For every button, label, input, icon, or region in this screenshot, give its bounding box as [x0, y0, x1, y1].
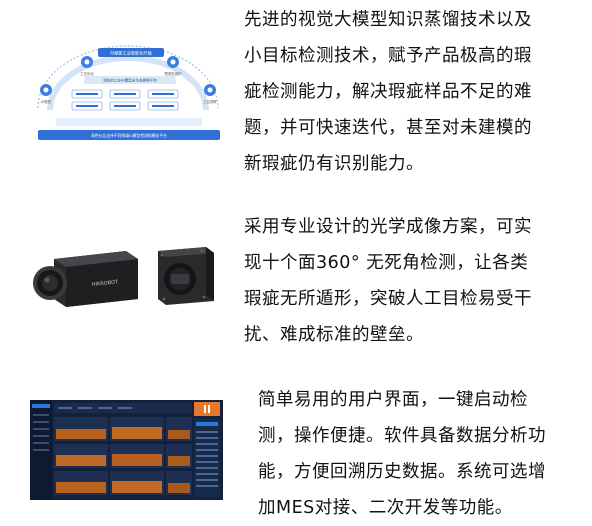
- section-algorithm: AI赋能工业智能化升级 工艺优化 预测性维护 AI视觉 工业物联 领先的工业AI…: [0, 0, 592, 175]
- diagram-node-left-top: 工艺优化: [80, 71, 94, 76]
- diagram-top-label: AI赋能工业智能化升级: [110, 50, 153, 57]
- camera-brand-label: HIKROBOT: [92, 279, 120, 288]
- section-text-optics: 采用专业设计的光学成像方案，可实现十个面360° 无死角检测，让各类瑕疵无所遁形…: [244, 217, 532, 345]
- software-ui-screenshot-image: [30, 400, 223, 500]
- section-text-algorithm: 先进的视觉大模型知识蒸馏技术以及小目标检测技术，赋予产品极高的瑕疵检测能力，解决…: [244, 10, 532, 174]
- diagram-node-right-top: 预测性维护: [165, 71, 183, 76]
- diagram-bottom-label: 高性价比支持不同领域AI模型检测规模化平台: [91, 133, 167, 138]
- diagram-middle-label: 领先的工业AI模型全生命周期平台: [103, 78, 157, 83]
- section-software: 简单易用的用户界面，一键启动检测，操作便捷。软件具备数据分析功能，方便回溯历史数…: [0, 370, 592, 520]
- section-optics: HIKROBOT 采用专业设计的光学成像方案，可实现十个面360° 无死角检测，…: [0, 195, 592, 355]
- diagram-node-right: 工业物联: [203, 99, 217, 104]
- industrial-cameras-image: HIKROBOT: [33, 247, 214, 307]
- architecture-diagram-image: AI赋能工业智能化升级 工艺优化 预测性维护 AI视觉 工业物联 领先的工业AI…: [37, 45, 220, 140]
- diagram-node-left: AI视觉: [41, 99, 52, 104]
- section-text-software: 简单易用的用户界面，一键启动检测，操作便捷。软件具备数据分析功能，方便回溯历史数…: [258, 390, 546, 518]
